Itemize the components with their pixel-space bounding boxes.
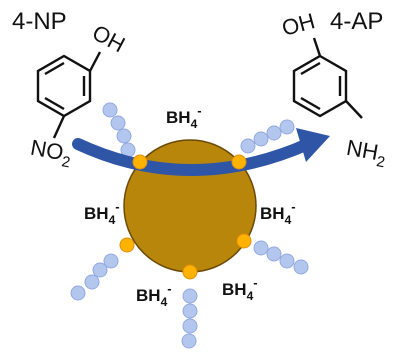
benzene-ring-product [292, 37, 363, 119]
borohydride-label-bottom-left: BH4- [136, 281, 172, 309]
reaction-arrow [72, 128, 330, 176]
benzene-ring-reactant [36, 51, 102, 139]
ligand-chains [70, 102, 309, 349]
product-name: 4-AP [330, 8, 384, 35]
borohydride-label-right: BH4- [260, 199, 296, 227]
reactant-name: 4-NP [12, 8, 67, 35]
anchor-points [119, 154, 252, 280]
borohydride-label-left: BH4- [84, 199, 120, 227]
borohydride-label-bottom-right: BH4- [222, 275, 258, 303]
borohydride-label-top: BH4- [166, 103, 202, 131]
